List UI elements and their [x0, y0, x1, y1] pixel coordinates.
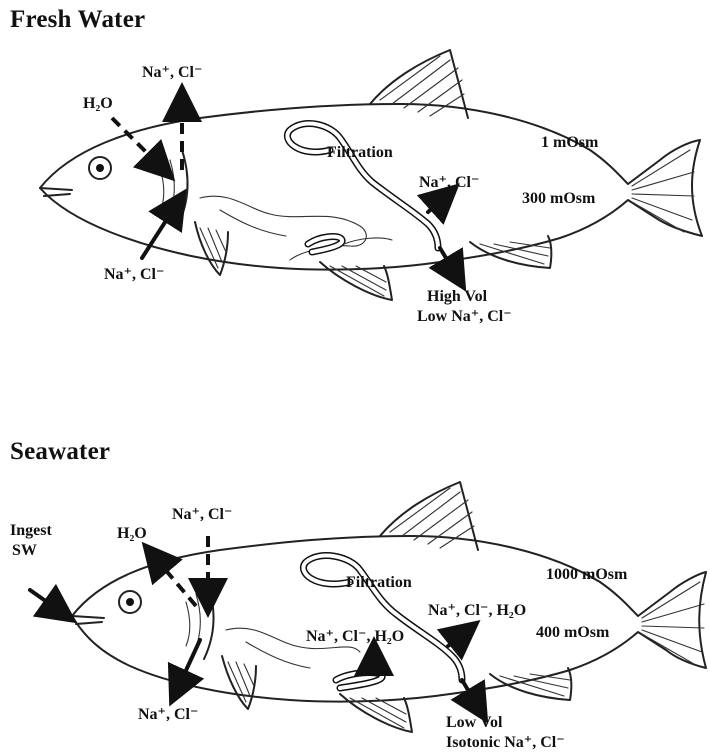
filtration-label: Filtration — [327, 144, 393, 162]
internal-osmolarity-label: 400 mOsm — [536, 624, 609, 642]
fish-body-outline — [40, 104, 702, 270]
external-osmolarity-label: 1 mOsm — [541, 134, 598, 152]
gill-excretion-label: Na⁺, Cl⁻ — [138, 706, 198, 724]
water-efflux-arrow — [152, 554, 196, 606]
seawater-panel: Seawater — [0, 430, 709, 755]
gut-absorption-label: Na⁺, Cl⁻, H₂O — [306, 628, 404, 646]
fresh-water-panel: Fresh Water — [0, 0, 709, 370]
kidney-reabsorption-label: Na⁺, Cl⁻ — [419, 174, 479, 192]
gill-influx-label: Na⁺, Cl⁻ — [172, 506, 232, 524]
kidney-reabsorption-arrow — [448, 630, 468, 646]
urine-volume-label: Low Vol — [446, 714, 502, 732]
ingest-label-line1: Ingest — [10, 522, 52, 540]
water-efflux-label: H₂O — [117, 525, 147, 543]
urine-composition-label: Isotonic Na⁺, Cl⁻ — [446, 734, 565, 752]
water-influx-label: H₂O — [83, 95, 113, 113]
gill-efflux-label: Na⁺, Cl⁻ — [142, 64, 202, 82]
kidney-reabsorption-arrow — [428, 194, 448, 212]
urine-out-arrow — [440, 248, 458, 278]
filtration-label: Filtration — [346, 574, 412, 592]
kidney-tubule — [287, 124, 438, 248]
external-osmolarity-label: 1000 mOsm — [546, 566, 627, 584]
ingest-label-line2: SW — [12, 542, 37, 560]
ingest-seawater-arrow — [30, 590, 64, 614]
internal-osmolarity-label: 300 mOsm — [522, 190, 595, 208]
urine-out-arrow — [462, 680, 480, 710]
urine-composition-label: Low Na⁺, Cl⁻ — [417, 308, 512, 326]
fish-body-outline — [72, 536, 706, 702]
urine-volume-label: High Vol — [427, 288, 487, 306]
fresh-water-fish-illustration — [0, 0, 709, 370]
gill-uptake-label: Na⁺, Cl⁻ — [104, 266, 164, 284]
kidney-reabsorption-label: Na⁺, Cl⁻, H₂O — [428, 602, 526, 620]
seawater-fish-illustration — [0, 430, 709, 755]
